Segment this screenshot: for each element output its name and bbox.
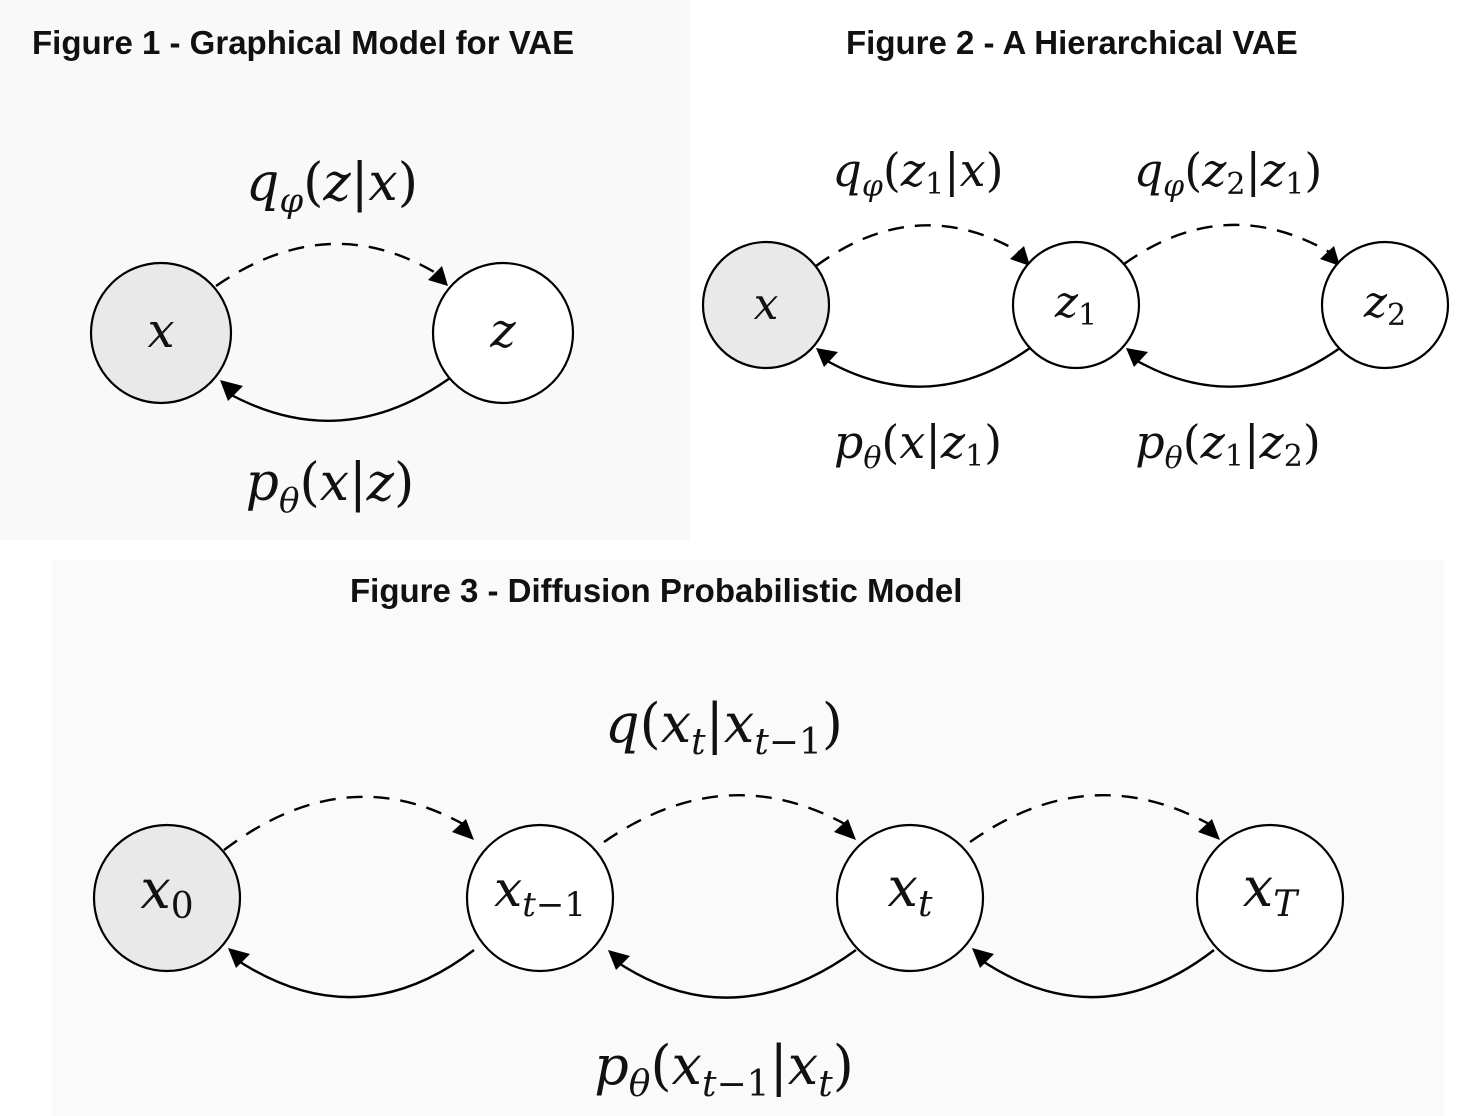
node-x0-label: x0 (140, 858, 193, 927)
edge-q-forward-label: q(xt|xt−1) (605, 692, 843, 763)
figure-3-title: Figure 3 - Diffusion Probabilistic Model (350, 572, 963, 609)
node-xt-1 (465, 823, 615, 973)
figure-1-panel: Figure 1 - Graphical Model for VAE x z q… (0, 0, 690, 540)
edge-p-z2-to-z1 (1131, 347, 1341, 388)
node-x (701, 240, 831, 370)
node-x-label: x (147, 303, 174, 359)
figure-3-diagram: x0 xt−1 xt xT q(xt|xt−1) pθ(xt−1|xt) (92, 692, 1345, 1105)
edge-p-z1-to-x (821, 347, 1031, 388)
edge-q-x0-to-xt-1 (223, 795, 471, 851)
node-z-label: z (489, 303, 516, 359)
arrowhead-q-x0-to-xt-1 (452, 819, 474, 840)
arrowhead-p-xT-to-xt (972, 948, 994, 968)
arrowhead-q-z1-to-z2 (1320, 246, 1340, 266)
edge-q-z1-given-x-label: qφ(z1|x) (832, 143, 1003, 204)
edge-p-xt-1-to-x0 (233, 949, 475, 999)
figure-1-title: Figure 1 - Graphical Model for VAE (32, 24, 575, 61)
figure-2-title: Figure 2 - A Hierarchical VAE (846, 24, 1298, 61)
arrowhead-q-x-to-z1 (1010, 246, 1030, 266)
edge-p-label: pθ(x|z) (246, 453, 415, 521)
figure-3-panel: Figure 3 - Diffusion Probabilistic Model… (52, 560, 1444, 1116)
edge-p-x-given-z1-label: pθ(x|z1) (834, 415, 1002, 476)
edge-p-reverse-label: pθ(xt−1|xt) (594, 1034, 854, 1105)
node-x0 (92, 823, 242, 973)
arrowhead-p-z-to-x (220, 380, 243, 401)
node-xT (1195, 823, 1345, 973)
node-xt (835, 823, 985, 973)
node-z2 (1320, 240, 1450, 370)
edge-q-xt-to-xT (969, 794, 1217, 843)
edge-p-xt-to-xt-1 (613, 949, 857, 999)
figure-2-panel: Figure 2 - A Hierarchical VAE x z1 z2 qφ… (690, 0, 1472, 510)
figure-2-diagram: x z1 z2 qφ(z1|x) qφ(z2|z1) pθ(x|z1) pθ(z… (701, 143, 1450, 476)
node-z (431, 261, 575, 405)
node-x (89, 261, 233, 405)
node-z1 (1011, 240, 1141, 370)
edge-p-z-to-x (225, 377, 451, 423)
arrowhead-p-xt-1-to-x0 (228, 948, 250, 968)
arrowhead-p-z2-to-z1 (1126, 348, 1148, 367)
arrowhead-q-x-to-z (428, 266, 448, 286)
edge-p-z1-given-z2-label: pθ(z1|z2) (1135, 415, 1321, 476)
node-x-label: x (754, 279, 779, 330)
edge-p-xT-to-xt (977, 949, 1215, 999)
edge-q-xt-1-to-xt (603, 794, 853, 843)
edge-q-z2-given-z1-label: qφ(z2|z1) (1134, 143, 1323, 204)
edge-q-label: qφ(z|x) (246, 153, 418, 221)
arrowhead-q-xt-to-xT (1198, 819, 1220, 840)
arrowhead-q-xt-1-to-xt (834, 819, 856, 840)
edge-q-x-to-z (215, 242, 445, 287)
figure-1-diagram: x z qφ(z|x) pθ(x|z) (89, 153, 575, 521)
arrowhead-p-xt-to-xt-1 (608, 950, 630, 970)
edge-q-x-to-z1 (815, 224, 1027, 267)
arrowhead-p-z1-to-x (816, 348, 838, 367)
edge-q-z1-to-z2 (1123, 223, 1337, 265)
